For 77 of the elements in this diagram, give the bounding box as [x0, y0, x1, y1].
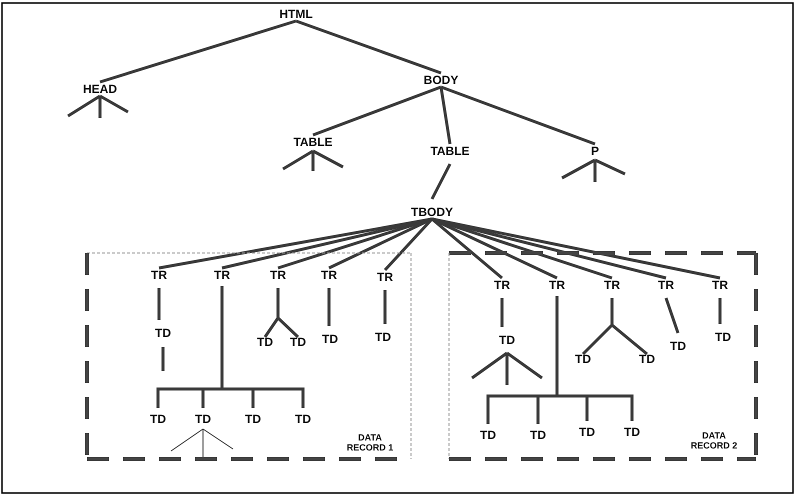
- tree-branch: [610, 298, 648, 356]
- tree-branch: [440, 86, 452, 144]
- stub-branch: [506, 353, 508, 385]
- tag-label: TD: [715, 330, 731, 344]
- tag-label: TR: [494, 278, 510, 292]
- tree-branch: [100, 20, 296, 84]
- tag-label: TR: [549, 278, 565, 292]
- stub-branch: [506, 352, 543, 380]
- tag-label: TR: [604, 278, 620, 292]
- tree-branch: [158, 288, 160, 320]
- tag-label: TABLE: [293, 135, 333, 149]
- tree-branch: [432, 218, 720, 280]
- stub-branch: [67, 94, 101, 118]
- tag-label: TD: [295, 412, 311, 426]
- tag-label: TR: [658, 278, 674, 292]
- tree-branch: [430, 163, 452, 200]
- tree-branch: [296, 20, 442, 74]
- stub-branch: [312, 151, 314, 171]
- tag-label: BODY: [424, 73, 458, 87]
- tag-label: HTML: [279, 7, 313, 21]
- tag-label: TR: [377, 270, 393, 284]
- dashed-region: [87, 253, 411, 459]
- tag-label: TD: [670, 339, 686, 353]
- stub-branch: [282, 150, 314, 170]
- tag-label: TD: [624, 425, 640, 439]
- tree-branch: [432, 218, 612, 280]
- group-label: DATA RECORD 2: [690, 430, 738, 452]
- tree-branch: [431, 218, 503, 280]
- tree-branch: [384, 290, 386, 324]
- stub-branch: [98, 96, 102, 118]
- tree-branch: [718, 298, 722, 324]
- tree-branch: [278, 218, 432, 270]
- tag-label: TD: [257, 335, 273, 349]
- tag-label: TD: [155, 326, 171, 340]
- tag-label: TD: [639, 352, 655, 366]
- stub-branch: [312, 150, 344, 168]
- tag-label: TR: [270, 268, 286, 282]
- tag-label: TR: [151, 268, 167, 282]
- stub-branch: [202, 428, 234, 450]
- stub-branch: [162, 347, 164, 371]
- tag-label: TD: [499, 333, 515, 347]
- tree-branch: [312, 86, 442, 136]
- stub-branch: [170, 428, 204, 452]
- dashed-region: [449, 253, 756, 459]
- tree-branch: [220, 286, 304, 408]
- tag-label: P: [591, 144, 599, 158]
- tag-label: TR: [712, 278, 728, 292]
- tag-label: TD: [245, 412, 261, 426]
- stub-branch: [471, 352, 508, 380]
- tree-branch: [276, 288, 300, 338]
- tag-label: TBODY: [411, 205, 453, 219]
- tree-branch: [328, 288, 330, 326]
- tree-branch: [664, 298, 680, 334]
- stub-branch: [202, 428, 204, 460]
- stub-branch: [561, 158, 596, 180]
- tag-label: TD: [195, 412, 211, 426]
- stub-branch: [594, 158, 626, 176]
- tag-label: TR: [214, 268, 230, 282]
- tag-label: TD: [575, 352, 591, 366]
- tag-label: TD: [290, 335, 306, 349]
- tree-branch: [222, 218, 432, 270]
- tag-label: TD: [375, 330, 391, 344]
- tag-label: TD: [480, 428, 496, 442]
- tree-branch: [384, 218, 434, 272]
- tag-label: HEAD: [83, 82, 117, 96]
- group-label: DATA RECORD 1: [346, 432, 394, 454]
- tag-label: TD: [150, 412, 166, 426]
- tree-branch: [158, 218, 432, 270]
- tree-branch: [500, 298, 504, 327]
- tag-label: TABLE: [430, 144, 470, 158]
- tag-label: TD: [322, 332, 338, 346]
- tree-branch: [440, 86, 596, 146]
- tag-label: TD: [579, 425, 595, 439]
- tag-label: TD: [530, 428, 546, 442]
- stub-branch: [594, 160, 596, 182]
- tag-label: TR: [321, 268, 337, 282]
- stub-branch: [99, 94, 129, 114]
